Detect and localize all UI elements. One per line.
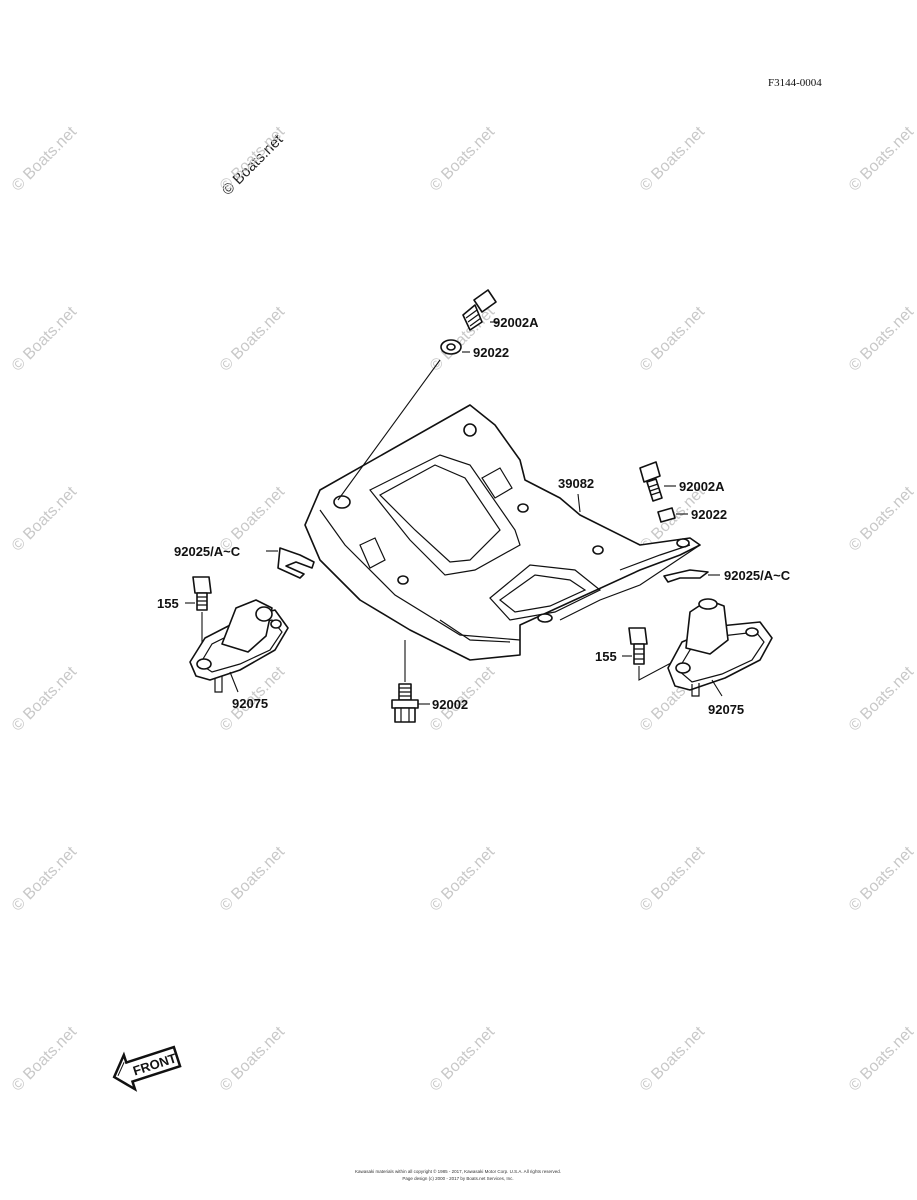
footer-line-1: Kawasaki materials within all copyright … (355, 1168, 561, 1174)
watermark-tile: © Boats.net (9, 303, 81, 375)
label-clip-left: 92025/A~C (174, 544, 241, 559)
watermark-tile: © Boats.net (9, 663, 81, 735)
watermark-tile: © Boats.net (846, 663, 917, 735)
watermark-tile: © Boats.net (427, 843, 499, 915)
bolt-bottom-92002 (391, 683, 419, 723)
label-bolt-right: 92002A (679, 479, 725, 494)
label-bracket: 39082 (558, 476, 594, 491)
label-bolt-right-155: 155 (595, 649, 617, 664)
watermark-tile: © Boats.net (846, 1023, 917, 1095)
clip-left-92025 (277, 547, 315, 579)
label-mount-left: 92075 (232, 696, 268, 711)
bolt-right-92002A (639, 461, 663, 502)
watermark-tile: © Boats.net (217, 843, 289, 915)
bracket-39082 (304, 404, 701, 661)
watermark-tile: © Boats.net (637, 303, 709, 375)
mount-right-92075 (667, 598, 773, 697)
washer-right-92022 (657, 507, 676, 523)
footer-line-2: Page design (c) 2000 - 2017 by Boats.net… (402, 1176, 513, 1181)
watermark-tile: © Boats.net (427, 123, 499, 195)
watermark-tile: © Boats.net (217, 1023, 289, 1095)
label-mount-right: 92075 (708, 702, 744, 717)
watermark-tile: © Boats.net (637, 123, 709, 195)
watermark-tile: © Boats.net (217, 303, 289, 375)
watermark-tile: © Boats.net (217, 123, 289, 195)
label-clip-right: 92025/A~C (724, 568, 791, 583)
watermark-tile: © Boats.net (9, 483, 81, 555)
mount-left-92075 (189, 599, 289, 693)
watermark-tile: © Boats.net (637, 1023, 709, 1095)
label-bolt-bottom: 92002 (432, 697, 468, 712)
bolt-left-155 (192, 576, 212, 611)
leader-washer-top (337, 359, 441, 501)
label-washer-top: 92022 (473, 345, 509, 360)
bolt-right-155 (628, 627, 648, 665)
bolt-top-92002A (462, 289, 497, 331)
watermark-tile: © Boats.net (9, 843, 81, 915)
front-arrow: FRONT (112, 1045, 182, 1092)
watermark-tile: © Boats.net (9, 123, 81, 195)
watermark-tile: © Boats.net (9, 1023, 81, 1095)
clip-right-92025 (663, 569, 709, 583)
leader-mount-right (711, 679, 723, 697)
figure-id: F3144-0004 (768, 77, 822, 89)
watermark-tile: © Boats.net (846, 483, 917, 555)
watermark-tile: © Boats.net (846, 123, 917, 195)
leader-mount-left (229, 671, 239, 693)
washer-top-92022 (440, 339, 462, 355)
label-bolt-left-155: 155 (157, 596, 179, 611)
watermark-tile: © Boats.net (846, 843, 917, 915)
label-washer-right: 92022 (691, 507, 727, 522)
label-bolt-top: 92002A (493, 315, 539, 330)
watermark-tile: © Boats.net (846, 303, 917, 375)
watermark-tile: © Boats.net (637, 843, 709, 915)
watermark-tile: © Boats.net (427, 1023, 499, 1095)
leader-bracket (577, 493, 581, 513)
front-arrow-icon (112, 1045, 182, 1092)
